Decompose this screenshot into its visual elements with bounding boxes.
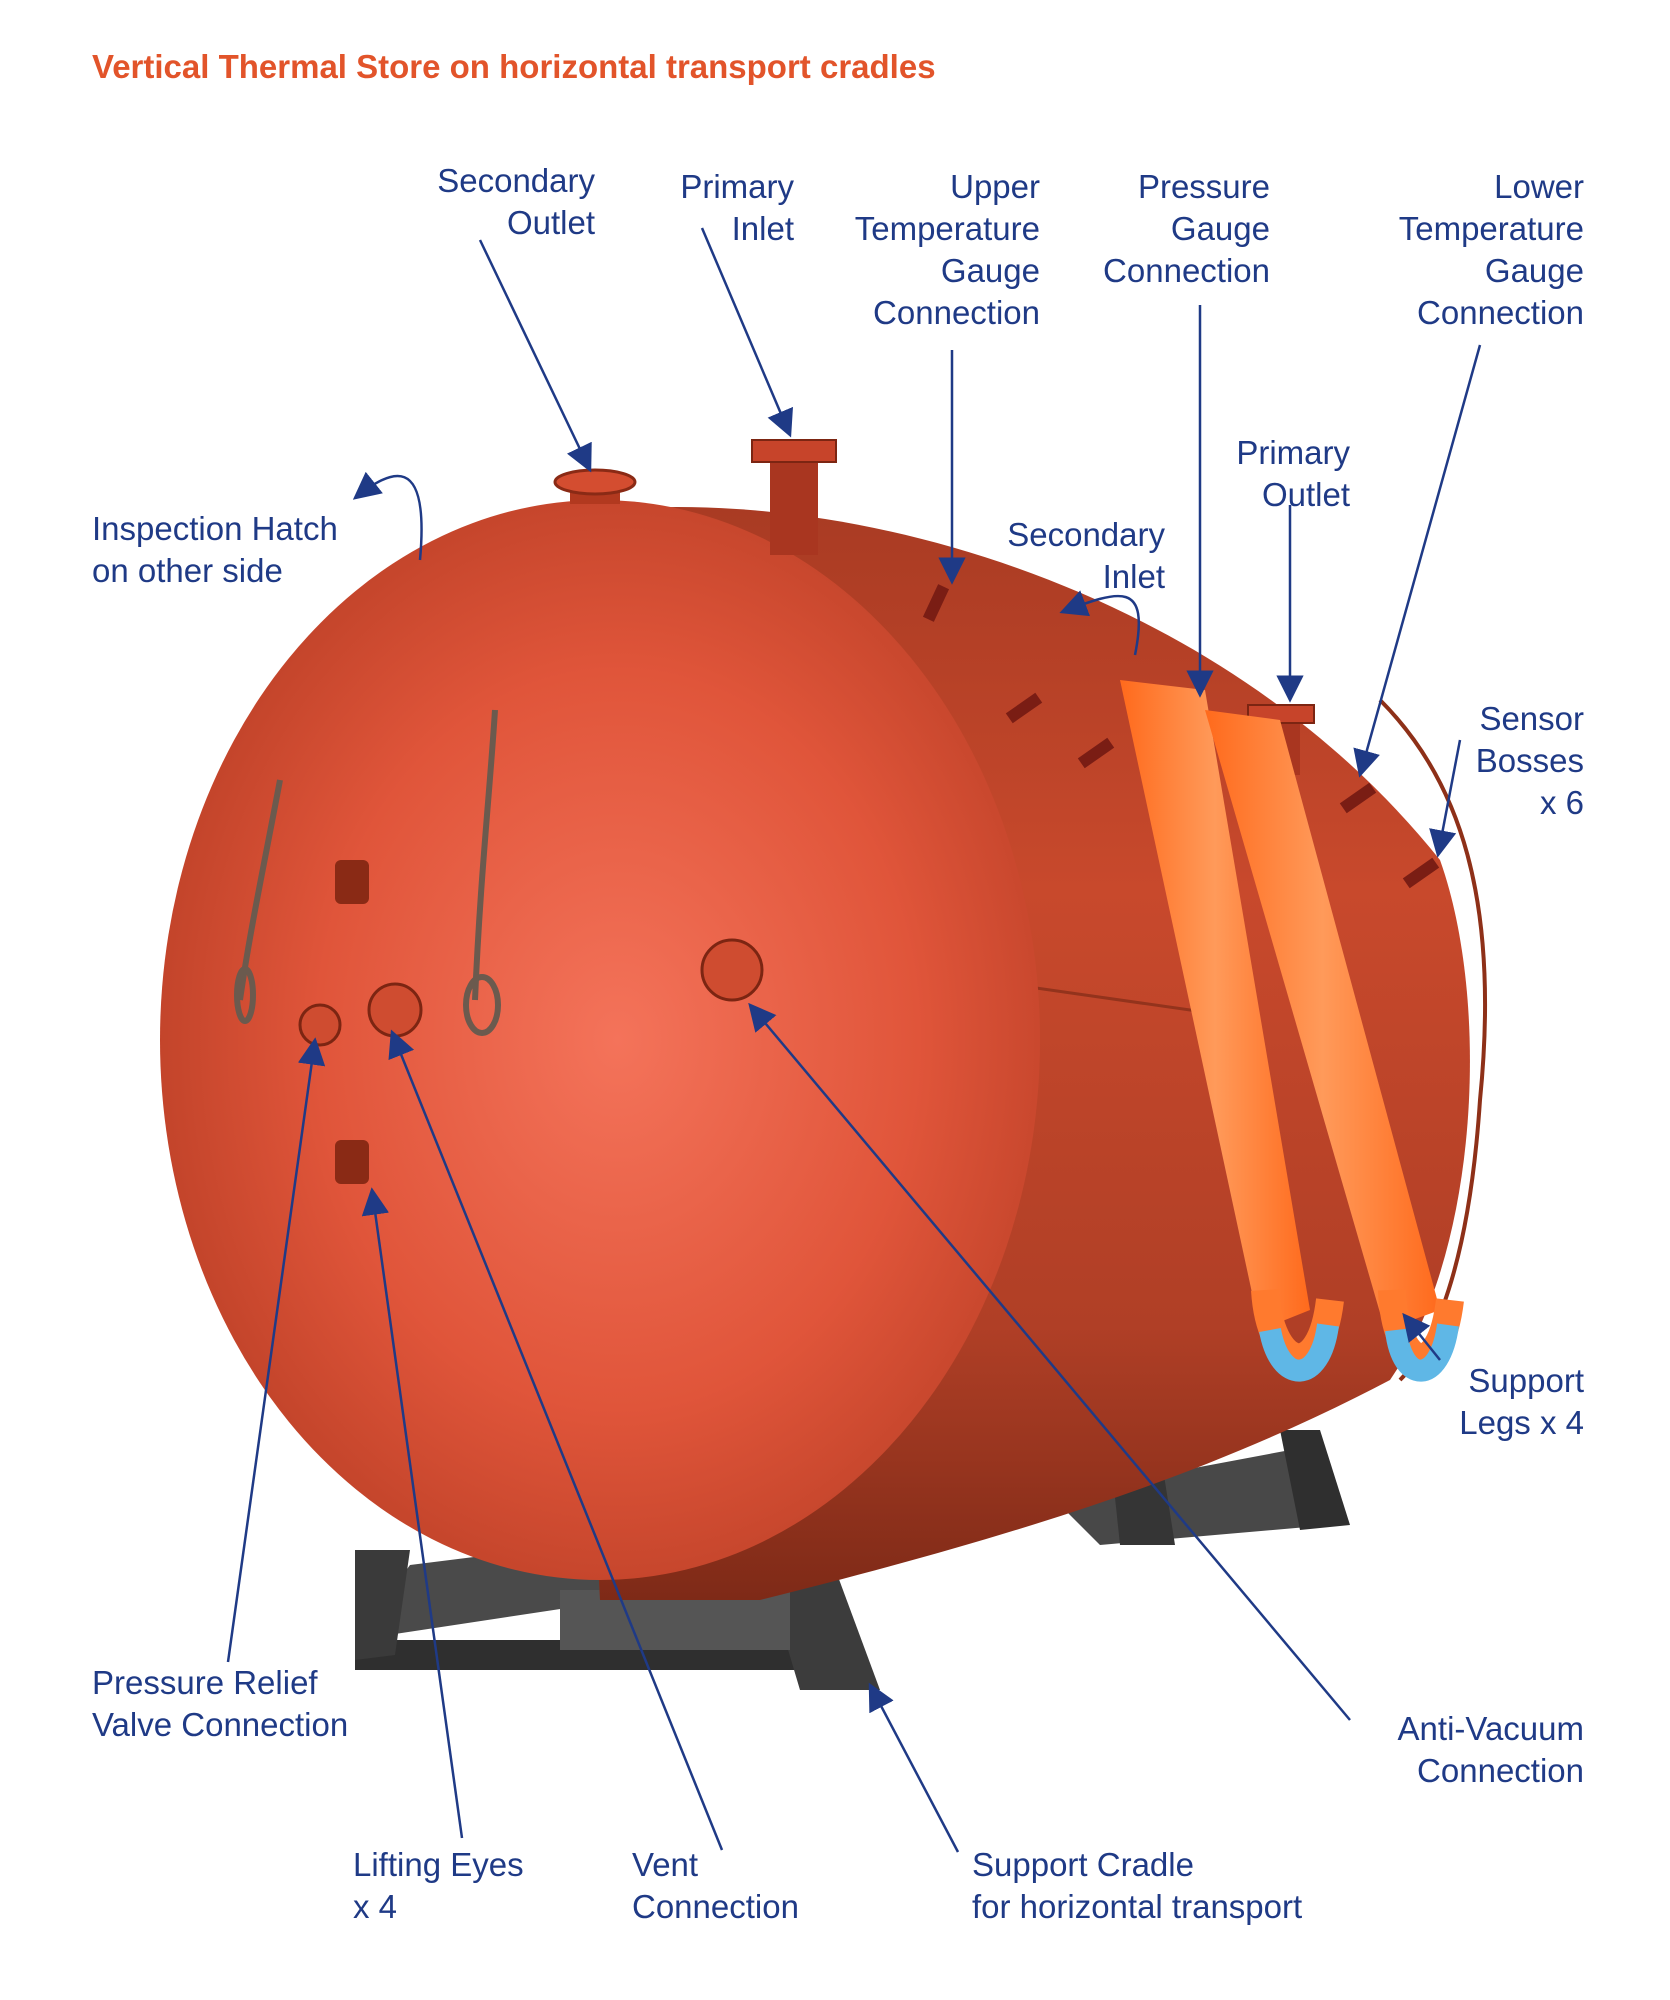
leader-pressure-relief bbox=[226, 1037, 326, 1663]
leader-anti-vacuum bbox=[748, 1002, 1351, 1721]
leader-lines bbox=[226, 227, 1482, 1853]
leader-lifting-eyes bbox=[361, 1187, 464, 1839]
end-cap-fittings bbox=[298, 860, 764, 1184]
leader-inspection-hatch bbox=[352, 471, 423, 561]
leader-support-cradle bbox=[868, 1682, 960, 1853]
leader-primary-inlet bbox=[700, 227, 793, 438]
leader-lower-temp bbox=[1353, 344, 1482, 778]
lifting-straps bbox=[1120, 680, 1464, 1382]
leader-vent bbox=[388, 1029, 724, 1851]
lifting-chains bbox=[234, 709, 501, 1036]
leader-support-legs bbox=[1402, 1312, 1441, 1361]
leader-secondary-outlet bbox=[478, 239, 592, 473]
page-title: Vertical Thermal Store on horizontal tra… bbox=[92, 48, 936, 85]
vessel-end-cap bbox=[160, 500, 1040, 1580]
leader-secondary-inlet bbox=[1059, 590, 1140, 656]
leader-sensor-bosses bbox=[1429, 739, 1462, 858]
